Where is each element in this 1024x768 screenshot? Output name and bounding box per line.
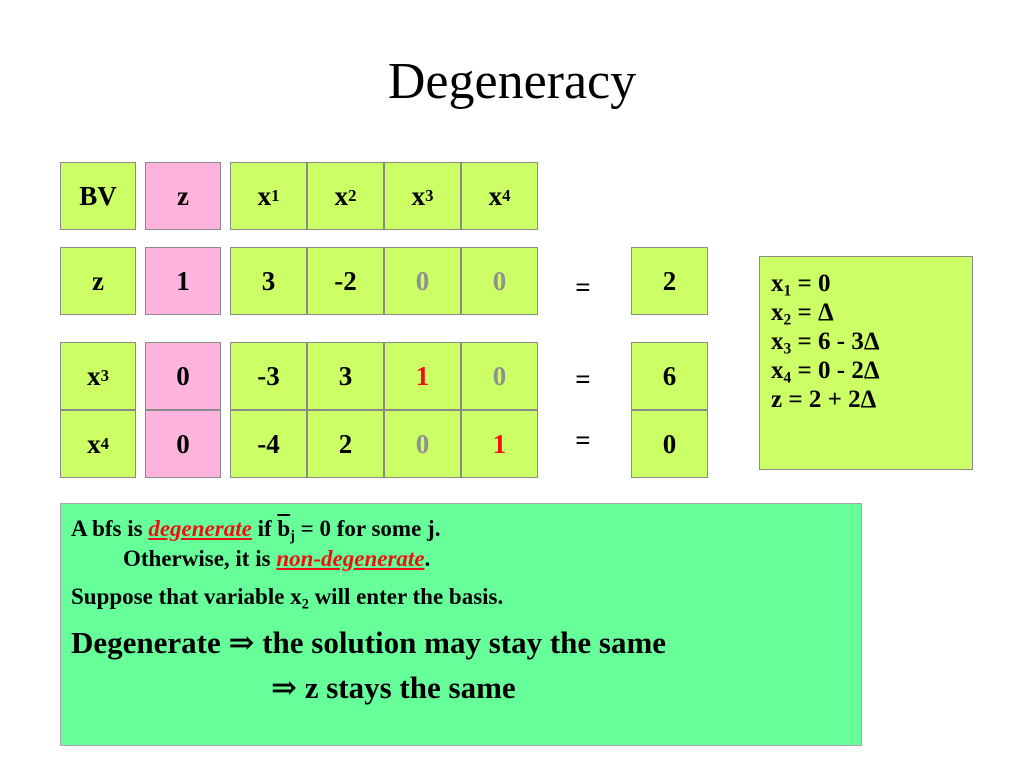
row-z-bv: z xyxy=(60,247,136,315)
solution-line: z = 2 + 2Δ xyxy=(771,386,877,413)
note-line-otherwise: Otherwise, it is non-degenerate. xyxy=(123,546,431,571)
row-z-x2: -2 xyxy=(307,247,384,315)
solution-line: x2 = Δ xyxy=(771,299,834,329)
term-degenerate: degenerate xyxy=(148,516,252,541)
note-line-suppose: Suppose that variable x2 will enter the … xyxy=(71,584,504,613)
slide-title: Degeneracy xyxy=(387,53,637,110)
row-x3-x4: 0 xyxy=(461,342,538,410)
row-z-rhs: 2 xyxy=(631,247,708,315)
row-z-x1: 3 xyxy=(230,247,307,315)
term-non-degenerate: non-degenerate xyxy=(276,546,425,571)
row-x4-x1: -4 xyxy=(230,410,307,478)
row-x4-x3: 0 xyxy=(384,410,461,478)
row-z-x3: 0 xyxy=(384,247,461,315)
row-x4-z: 0 xyxy=(145,410,221,478)
row-z-equals: = xyxy=(575,272,591,302)
note-line-definition: A bfs is degenerate if bj = 0 for some j… xyxy=(71,516,441,545)
row-x3-equals: = xyxy=(575,364,591,394)
row-x4-rhs: 0 xyxy=(631,410,708,478)
b-bar-symbol: b xyxy=(277,516,291,541)
solution-line: x3 = 6 - 3Δ xyxy=(771,328,880,358)
note-line-z-same: ⇒ z stays the same xyxy=(271,670,516,705)
row-x3-z: 0 xyxy=(145,342,221,410)
note-line-conclusion: Degenerate ⇒ the solution may stay the s… xyxy=(71,625,667,660)
solution-box: x1 = 0 x2 = Δ x3 = 6 - 3Δ x4 = 0 - 2Δ z … xyxy=(759,256,973,470)
row-x4-equals: = xyxy=(575,425,591,455)
header-z: z xyxy=(145,162,221,230)
definition-note: A bfs is degenerate if bj = 0 for some j… xyxy=(60,503,862,746)
row-x3-x2: 3 xyxy=(307,342,384,410)
row-z-z: 1 xyxy=(145,247,221,315)
row-z-x4: 0 xyxy=(461,247,538,315)
header-bv: BV xyxy=(60,162,136,230)
row-x3-x3: 1 xyxy=(384,342,461,410)
row-x3-x1: -3 xyxy=(230,342,307,410)
solution-line: x4 = 0 - 2Δ xyxy=(771,357,880,387)
row-x4-x4: 1 xyxy=(461,410,538,478)
solution-line: x1 = 0 xyxy=(771,270,831,300)
row-x3-rhs: 6 xyxy=(631,342,708,410)
row-x4-x2: 2 xyxy=(307,410,384,478)
